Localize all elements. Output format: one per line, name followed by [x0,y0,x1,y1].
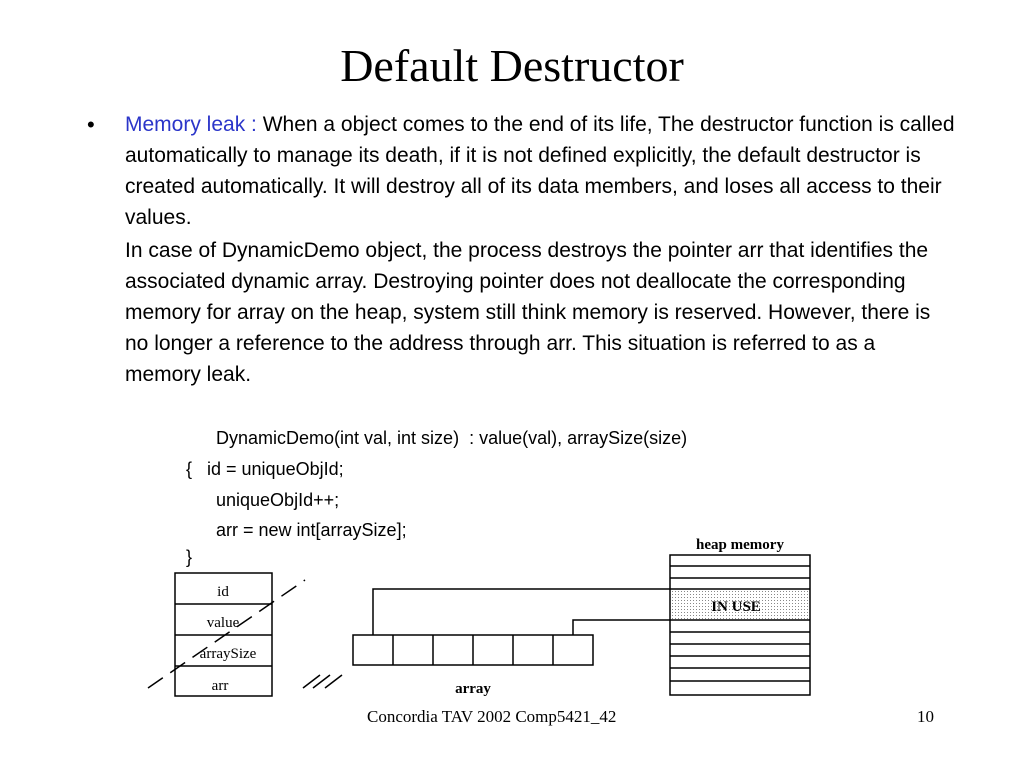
array-to-heap-line-top [372,588,670,635]
array-to-heap-line-bottom [572,619,670,635]
slide-title: Default Destructor [340,40,684,91]
field-id: id [217,584,229,600]
code-line-5: } [186,547,193,567]
bullet-marker: • [87,112,95,137]
heap-memory-label: heap memory [696,537,784,553]
code-line-3: uniqueObjId++; [216,490,340,510]
memory-leak-lead: Memory leak : [125,113,257,136]
heap-memory-block [669,554,811,696]
code-line-2: { id = uniqueObjId; [186,459,344,479]
dynamic-array [352,634,594,666]
paragraph-1-text: When a object comes to the end of its li… [125,113,955,229]
paragraph-2: In case of DynamicDemo object, the proce… [125,239,931,386]
field-arraysize: arraySize [200,646,257,662]
array-label: array [455,681,491,697]
field-arr: arr [212,678,229,694]
footer-text: Concordia TAV 2002 Comp5421_42 [367,707,617,726]
paragraph-1: Memory leak : When a object comes to the… [125,109,955,233]
broken-pointer-mark [302,674,321,689]
code-line-4: arr = new int[arraySize]; [216,520,407,540]
broken-pointer-mark [324,674,343,689]
object-box: id value arraySize arr [174,572,273,697]
in-use-label: IN USE [711,599,761,615]
page-number: 10 [917,707,934,726]
broken-pointer-mark [312,674,331,689]
field-value: value [207,615,240,631]
destroyed-slash [147,579,306,689]
code-line-1: DynamicDemo(int val, int size) : value(v… [216,428,688,448]
